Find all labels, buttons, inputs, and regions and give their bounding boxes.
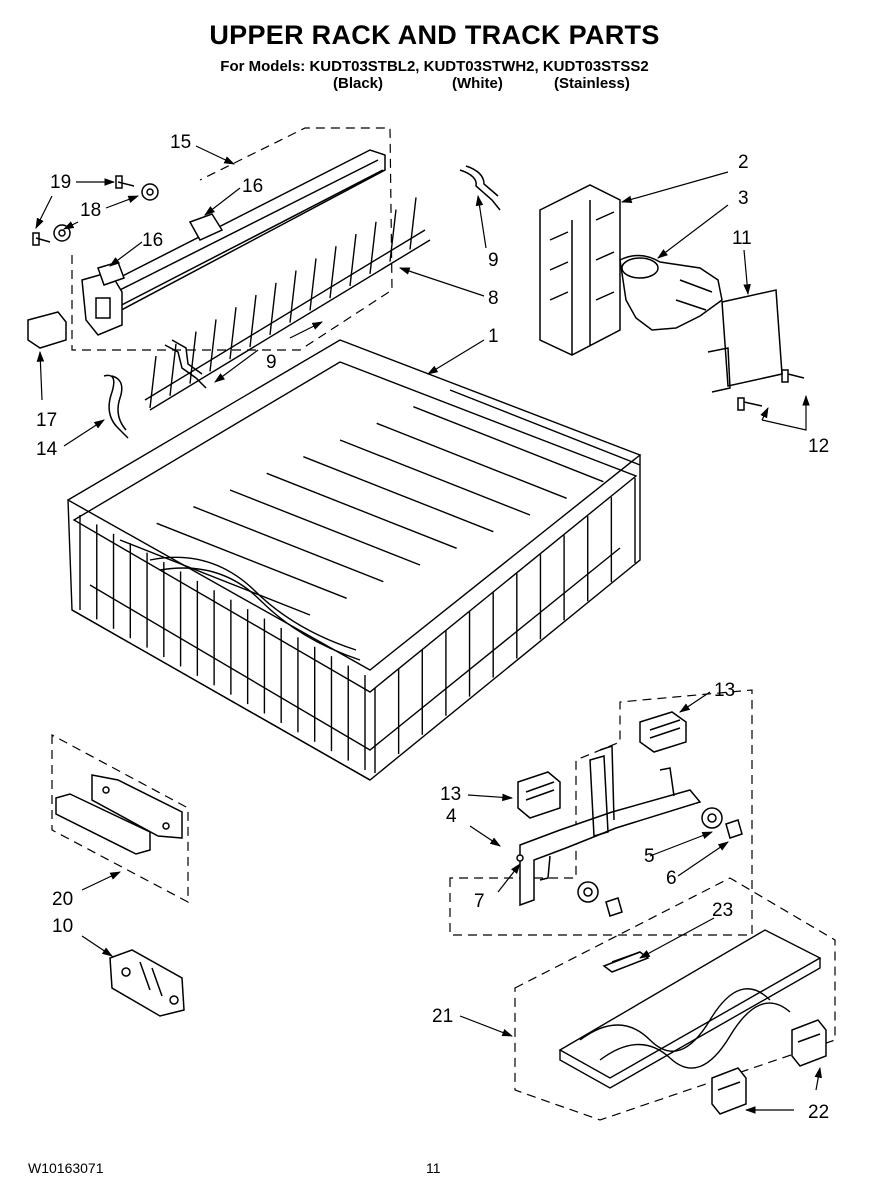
tine — [289, 270, 297, 323]
rack-handle-20 — [55, 774, 183, 855]
tine — [249, 294, 257, 348]
model-list: For Models: KUDT03STBL2, KUDT03STWH2, KU… — [220, 58, 649, 75]
clip-9a — [459, 165, 501, 211]
tine — [329, 246, 337, 299]
axle-6a — [725, 819, 743, 839]
callout-13b: 13 — [440, 784, 461, 805]
variant-stainless: (Stainless) — [554, 75, 630, 92]
callout-7: 7 — [474, 891, 485, 912]
track-stop-10 — [109, 949, 185, 1017]
rack-bar-inner — [413, 406, 604, 483]
tine — [169, 343, 177, 396]
shelf-hinge-22a — [711, 1067, 747, 1115]
upper-dish-rack-1 — [66, 339, 642, 781]
page-title: UPPER RACK AND TRACK PARTS — [209, 20, 660, 50]
screw-12a — [781, 369, 805, 383]
end-cap-17 — [27, 311, 67, 349]
shelf-hinge-22b — [791, 1019, 827, 1067]
callout-2: 2 — [738, 152, 749, 173]
callout-5: 5 — [644, 846, 655, 867]
callout-22: 22 — [808, 1102, 829, 1123]
callout-9b: 9 — [266, 352, 277, 373]
callout-14: 14 — [36, 439, 58, 460]
rack-bars — [79, 389, 641, 773]
tine — [209, 319, 217, 372]
leader-lines — [35, 145, 822, 1114]
callout-11: 11 — [732, 228, 752, 249]
tine — [349, 233, 357, 287]
callout-20: 20 — [52, 889, 73, 910]
track-roller-16a — [188, 213, 224, 241]
track-rail — [93, 149, 386, 316]
callout-3: 3 — [738, 188, 749, 209]
tine — [409, 197, 417, 250]
rack-bar-inner — [193, 506, 384, 583]
screw-12b — [737, 397, 763, 411]
tines — [149, 197, 417, 409]
rack-adjuster-group — [539, 184, 805, 411]
tine — [149, 355, 157, 409]
track-assembly-group — [32, 127, 431, 411]
tine — [309, 258, 317, 311]
callout-15: 15 — [170, 132, 191, 153]
callout-18: 18 — [80, 200, 101, 221]
callout-19: 19 — [50, 172, 71, 193]
callout-13a: 13 — [714, 680, 735, 701]
callout-4: 4 — [446, 806, 457, 827]
screw-19a — [115, 175, 135, 189]
callout-16b: 16 — [142, 230, 163, 251]
tine-clip-14 — [103, 374, 129, 439]
callout-10: 10 — [52, 916, 73, 937]
track-assembly-4 — [519, 744, 702, 907]
rack-bar-inner — [266, 472, 457, 549]
variant-white: (White) — [452, 75, 503, 92]
callout-12: 12 — [808, 436, 829, 457]
track-clip-13b — [517, 771, 561, 819]
rack-adjuster-housing-2 — [539, 184, 621, 356]
variant-black: (Black) — [333, 75, 384, 92]
tine — [389, 209, 397, 262]
rack-bar-inner — [119, 539, 311, 616]
rack-bar-inner — [303, 456, 494, 533]
callout-16a: 16 — [242, 176, 263, 197]
tine — [269, 282, 277, 335]
cup-shelf-21 — [558, 929, 822, 1089]
tine — [229, 307, 237, 360]
callout-6: 6 — [666, 868, 677, 889]
adjuster-cover-11 — [721, 289, 783, 387]
page-number: 11 — [426, 1160, 441, 1176]
rack-bar-inner — [449, 389, 641, 466]
axle-6b — [605, 897, 623, 917]
rack-bar-inner — [229, 489, 421, 566]
document-number: W10163071 — [28, 1160, 104, 1176]
cup-shelf-clip-23 — [602, 951, 650, 973]
callout-labels: 15 19 16 18 16 17 14 9 9 8 1 2 3 11 12 1… — [36, 132, 829, 1123]
track-clip-13a — [639, 711, 687, 753]
clip-7 — [516, 854, 524, 862]
tine — [369, 221, 377, 274]
rack-bar-inner — [339, 439, 531, 516]
callout-23: 23 — [712, 900, 733, 921]
screw-19b — [32, 232, 51, 246]
callout-9a: 9 — [488, 250, 499, 271]
callout-1: 1 — [488, 326, 499, 347]
rack-wire-insert — [159, 567, 361, 661]
rack-bar-inner — [156, 522, 347, 599]
callout-8: 8 — [488, 288, 499, 309]
callout-21: 21 — [432, 1006, 453, 1027]
callout-17: 17 — [36, 410, 57, 431]
rack-bar-inner — [376, 422, 567, 499]
clip-9b — [164, 339, 207, 389]
